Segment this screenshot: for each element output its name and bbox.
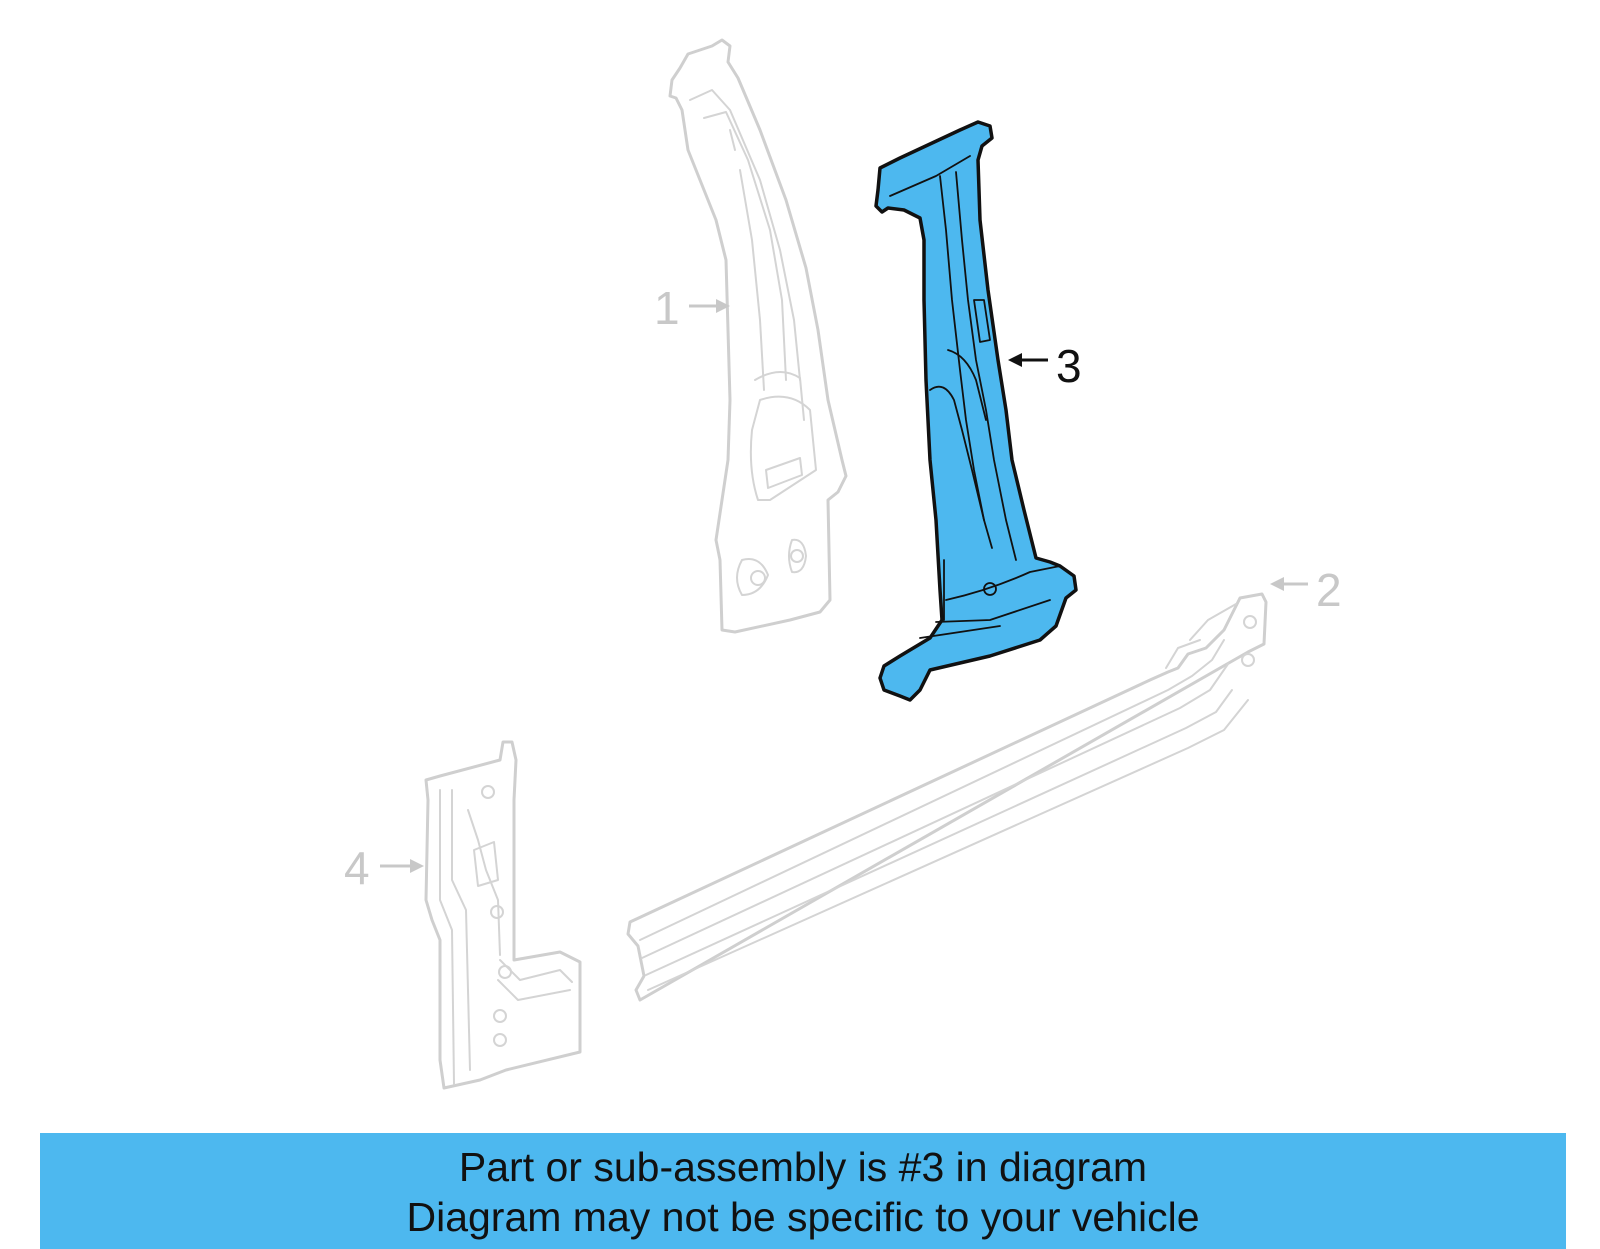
callout-1-arrowhead xyxy=(410,859,424,873)
part-4-pillar[interactable] xyxy=(668,38,848,634)
info-banner: Part or sub-assembly is #3 in diagram Di… xyxy=(40,1133,1566,1249)
callout-3-label: 3 xyxy=(1056,340,1082,392)
callout-2-label: 2 xyxy=(1316,564,1342,616)
callout-4-label: 1 xyxy=(654,282,680,334)
part-3-center-pillar[interactable] xyxy=(874,120,1078,702)
callout-3-arrowhead xyxy=(1008,353,1022,367)
callout-4-arrowhead xyxy=(716,299,730,313)
callout-1-label: 4 xyxy=(344,842,370,894)
banner-line-2: Diagram may not be specific to your vehi… xyxy=(406,1194,1200,1240)
part-1-pillar-lower[interactable] xyxy=(424,740,582,1090)
callout-1: 4 xyxy=(344,842,424,894)
callout-4: 1 xyxy=(654,282,730,334)
callout-2-arrowhead xyxy=(1270,577,1284,591)
callout-3: 3 xyxy=(1008,340,1082,392)
part-2-rocker-panel[interactable] xyxy=(626,592,1268,1002)
callout-2: 2 xyxy=(1270,564,1342,616)
parts-diagram: 1 3 2 4 xyxy=(344,38,1342,1090)
banner-line-1: Part or sub-assembly is #3 in diagram xyxy=(458,1144,1148,1190)
